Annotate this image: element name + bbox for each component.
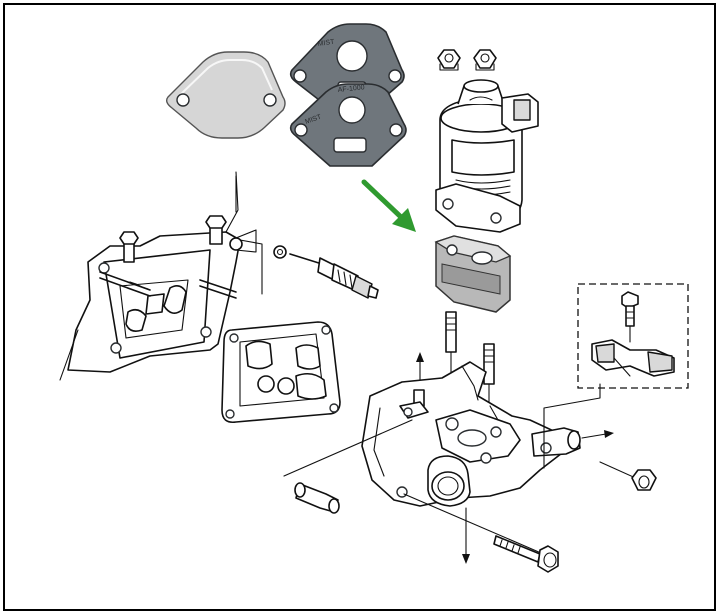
gasket-brand-label-upper: MIST — [317, 39, 335, 48]
flange-nut-bottom — [631, 469, 657, 491]
leader-line-bolt — [403, 493, 549, 557]
wiring-bracket-group — [577, 283, 689, 389]
flange-nut-left — [437, 49, 461, 71]
egr-valve-spacer-gasket — [434, 235, 512, 313]
outlet-arrow-right — [581, 430, 614, 439]
outlet-arrow-down — [462, 507, 470, 564]
egr-valve — [435, 79, 539, 233]
leader-line-bracket — [543, 383, 601, 469]
egr-blanking-plate — [165, 51, 286, 139]
long-bolt — [493, 535, 559, 573]
pipe-sleeve — [294, 482, 340, 514]
gasket-model-label: AF-1000 — [337, 84, 365, 94]
egr-pipe-body — [361, 361, 581, 507]
green-direction-arrow — [361, 179, 416, 232]
temperature-sensor — [273, 245, 379, 299]
egr-manifold-gasket — [221, 321, 341, 424]
egr-gasket-lower: AF-1000 MIST — [289, 83, 407, 167]
intake-manifold-flange — [59, 171, 263, 381]
image-frame — [3, 3, 716, 611]
leader-line-left — [283, 419, 413, 477]
flange-nut-right — [473, 49, 497, 71]
